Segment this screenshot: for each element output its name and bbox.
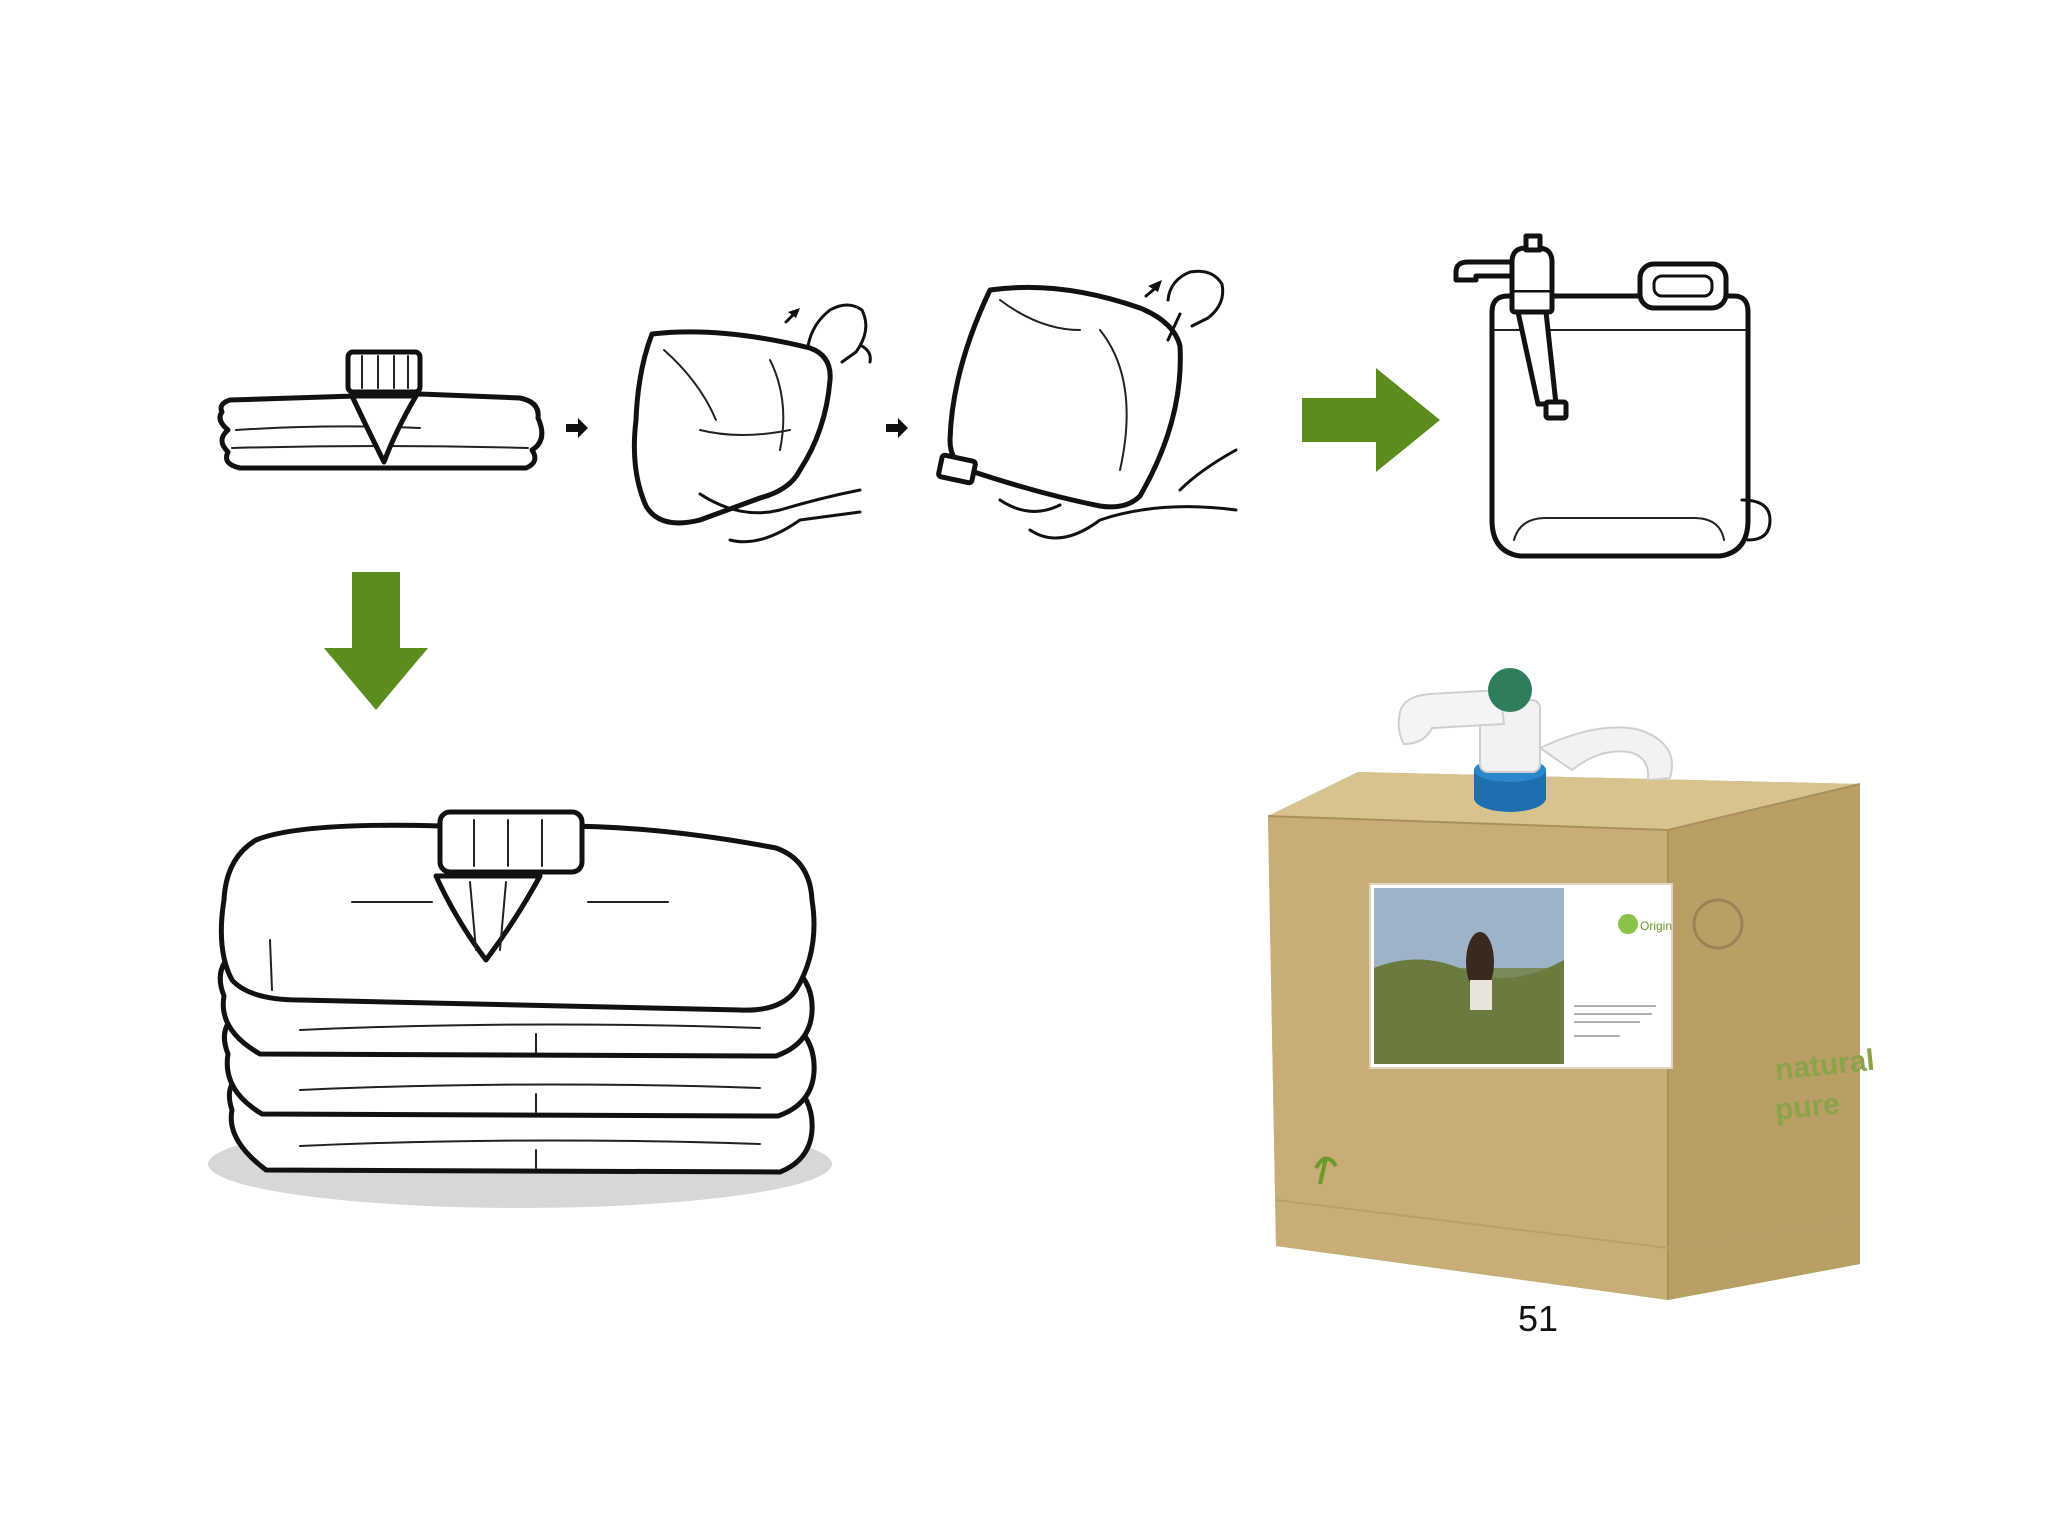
label-brand-mark: Origin (1640, 919, 1672, 933)
page-number: 51 (1518, 1298, 1559, 1339)
unfolding-pouch-illustration (631, 303, 872, 544)
filling-pouch-illustration (936, 269, 1238, 540)
step-arrow-icon (886, 418, 908, 438)
folded-pouch-illustration (217, 349, 545, 471)
bag-in-box-product-photo: Origin natural pure (1267, 668, 1876, 1300)
box-side-text-pure: pure (1773, 1087, 1841, 1127)
flow-arrow-right-icon (1302, 368, 1440, 472)
jerrycan-illustration (1453, 233, 1772, 559)
step-arrow-icon (566, 418, 588, 438)
flow-arrow-down-icon (324, 572, 428, 710)
stacked-pouches-illustration (208, 809, 832, 1208)
